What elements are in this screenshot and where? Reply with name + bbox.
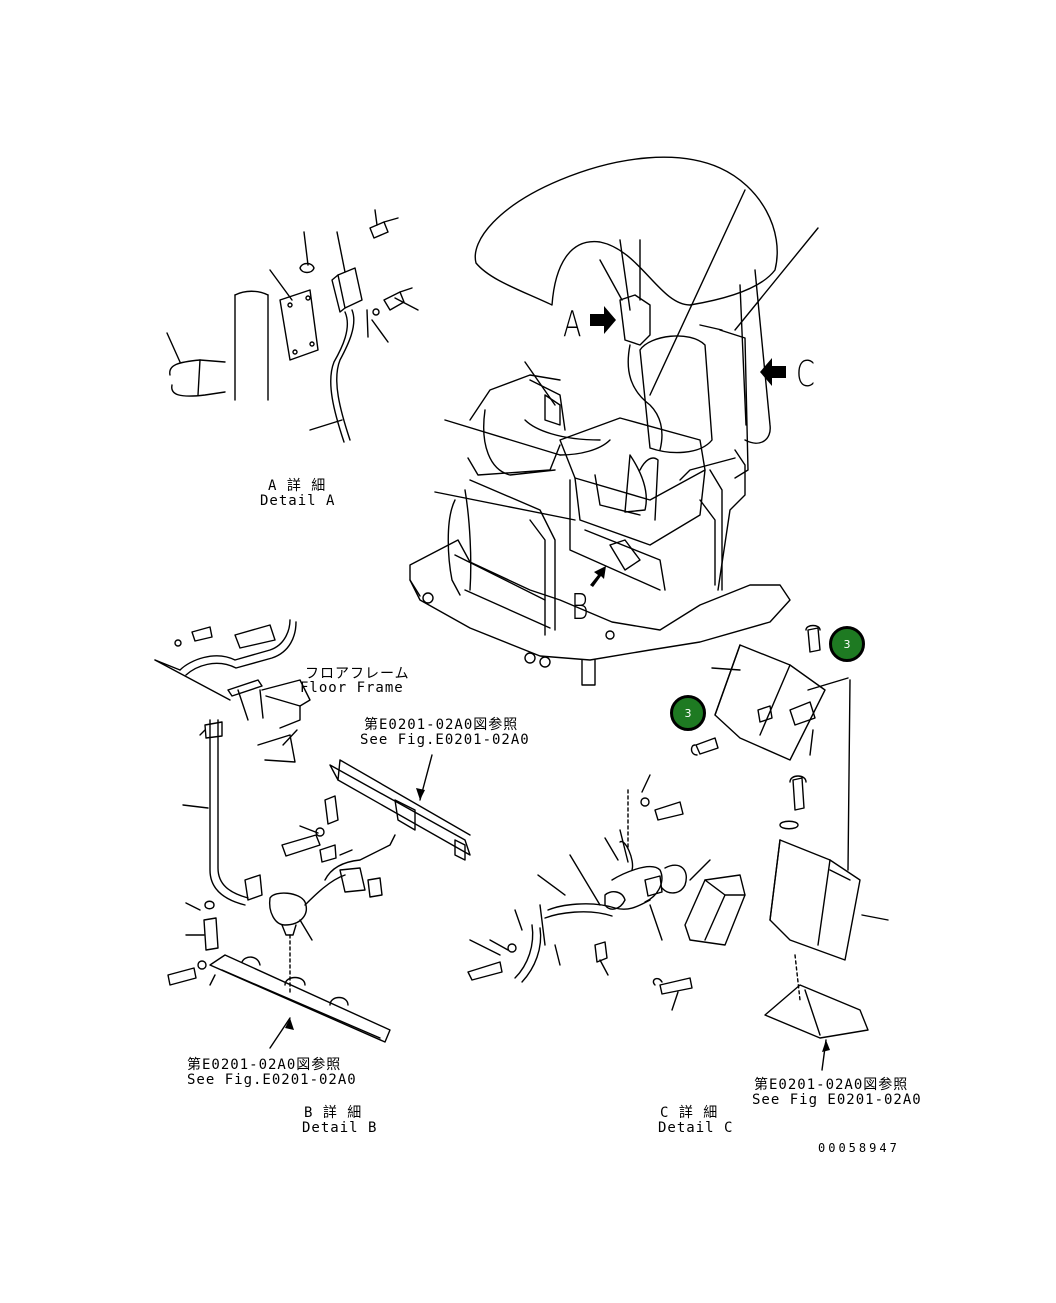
detail-a-title-jp: A 詳 細 — [268, 478, 327, 494]
ref1-jp: 第E0201-02A0図参照 — [364, 717, 519, 733]
main-leaders — [434, 189, 819, 521]
detail-b-title-jp: B 詳 細 — [304, 1105, 363, 1121]
floor-frame-jp: フロアフレーム — [305, 666, 410, 682]
detail-c-drawing — [467, 624, 889, 1071]
ref2-en: See Fig.E0201-02A0 — [187, 1072, 357, 1088]
detail-c-title-jp: C 詳 細 — [660, 1105, 719, 1121]
detail-a-drawing — [166, 209, 419, 443]
ref3-jp: 第E0201-02A0図参照 — [754, 1077, 909, 1093]
detail-b-title-en: Detail B — [302, 1120, 378, 1136]
seat-and-frame — [447, 294, 749, 636]
ref3-en: See Fig E0201-02A0 — [752, 1092, 922, 1108]
view-arrow-a — [590, 306, 616, 334]
view-arrow-b — [590, 566, 606, 587]
view-arrow-c — [760, 358, 786, 386]
view-marker-c: C — [796, 354, 815, 395]
detail-c-title-en: Detail C — [658, 1120, 734, 1136]
part-callout-3-cover[interactable]: 3 — [829, 626, 865, 662]
detail-b-drawing — [154, 619, 471, 1049]
ref2-jp: 第E0201-02A0図参照 — [187, 1057, 342, 1073]
view-marker-a: A — [563, 304, 582, 345]
ref-arrowheads — [285, 788, 830, 1052]
part-callout-3-bolt[interactable]: 3 — [670, 695, 706, 731]
view-marker-b: B — [571, 587, 589, 628]
canopy — [474, 156, 778, 444]
floor-plate — [409, 539, 791, 686]
drawing-number: 00058947 — [818, 1141, 900, 1155]
ref1-en: See Fig.E0201-02A0 — [360, 732, 530, 748]
detail-a-title-en: Detail A — [260, 493, 336, 509]
floor-frame-en: Floor Frame — [300, 680, 404, 696]
